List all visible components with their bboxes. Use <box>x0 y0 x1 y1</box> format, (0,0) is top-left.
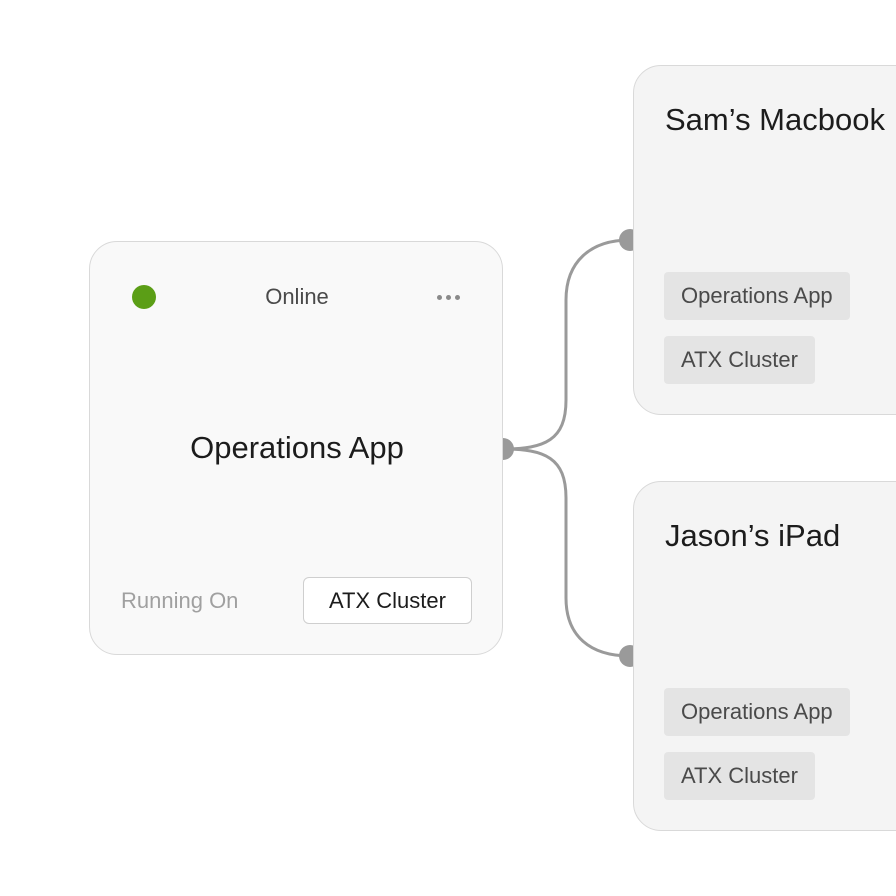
source-node-card[interactable]: Online Operations App Running On ATX Clu… <box>89 241 503 655</box>
cluster-chip[interactable]: ATX Cluster <box>303 577 472 624</box>
app-tag[interactable]: Operations App <box>664 688 850 736</box>
device-title: Jason’s iPad <box>665 518 841 553</box>
app-tag[interactable]: Operations App <box>664 272 850 320</box>
running-on-label: Running On <box>121 588 239 613</box>
connector-to-device-1 <box>502 238 631 451</box>
connector-to-device-2 <box>502 447 631 658</box>
more-horizontal-icon[interactable] <box>430 280 466 314</box>
device-card[interactable]: Sam’s Macbook Operations App ATX Cluster <box>633 65 896 415</box>
node-title: Operations App <box>190 430 404 465</box>
online-status-icon <box>132 285 156 309</box>
cluster-tag[interactable]: ATX Cluster <box>664 752 815 800</box>
cluster-tag[interactable]: ATX Cluster <box>664 336 815 384</box>
status-label: Online <box>265 284 329 309</box>
device-title: Sam’s Macbook <box>665 102 885 137</box>
device-card[interactable]: Jason’s iPad Operations App ATX Cluster <box>633 481 896 831</box>
